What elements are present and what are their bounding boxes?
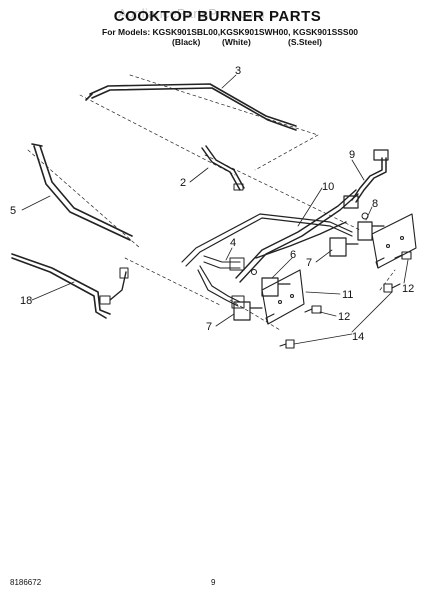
- callout-labels: 3 2 5 18 9 10 8 4 6 7 11 12 12 14 7: [10, 65, 414, 343]
- gas-manifold-tubing: [181, 213, 353, 309]
- finish-white: (White): [222, 37, 251, 47]
- callout-12-left: 12: [338, 311, 350, 323]
- document-number: 8186672: [10, 578, 42, 587]
- page-number: 9: [211, 578, 216, 587]
- callout-3: 3: [235, 65, 241, 77]
- callout-11: 11: [342, 289, 353, 301]
- screw-14-left: [279, 339, 295, 349]
- callout-7-upper: 7: [306, 257, 312, 269]
- callout-12-right: 12: [402, 283, 414, 295]
- wire-harness-10: [235, 189, 359, 283]
- burner-tube-18: [11, 253, 129, 319]
- nut-12-right: [394, 251, 412, 260]
- callout-4: 4: [230, 237, 236, 249]
- finish-black: (Black): [172, 37, 201, 47]
- callout-14: 14: [352, 331, 364, 343]
- burner-valve-7-lower: [233, 301, 263, 321]
- igniter-4: [203, 255, 257, 275]
- callout-8: 8: [372, 198, 378, 210]
- callout-6: 6: [290, 249, 296, 261]
- burner-valve-6: [261, 277, 291, 297]
- callout-9: 9: [349, 149, 355, 161]
- callout-7-lower: 7: [206, 321, 212, 333]
- burner-valve-8: [357, 212, 385, 241]
- burner-tube-2: [201, 145, 245, 191]
- burner-tube-3: [85, 83, 297, 131]
- burner-valve-7-upper: [329, 237, 359, 257]
- mounting-bracket-11-right: [371, 213, 417, 269]
- nut-12-left: [304, 305, 322, 314]
- callout-leaders: [21, 74, 409, 345]
- models-line: For Models: KGSK901SBL00,KGSK901SWH00, K…: [102, 27, 359, 37]
- watermark: AppliancePartsPros.com: [118, 6, 265, 21]
- burner-tube-5: [31, 143, 133, 241]
- callout-18: 18: [20, 295, 32, 307]
- finish-steel: (S.Steel): [288, 37, 323, 47]
- callout-2: 2: [180, 177, 186, 189]
- spark-lead-9: [343, 149, 389, 209]
- screw-14-right: [383, 283, 401, 293]
- callout-10: 10: [322, 181, 334, 193]
- page-title: COOKTOP BURNER PARTS: [113, 8, 322, 25]
- callout-5: 5: [10, 205, 16, 217]
- mounting-bracket-11-left: [261, 269, 305, 325]
